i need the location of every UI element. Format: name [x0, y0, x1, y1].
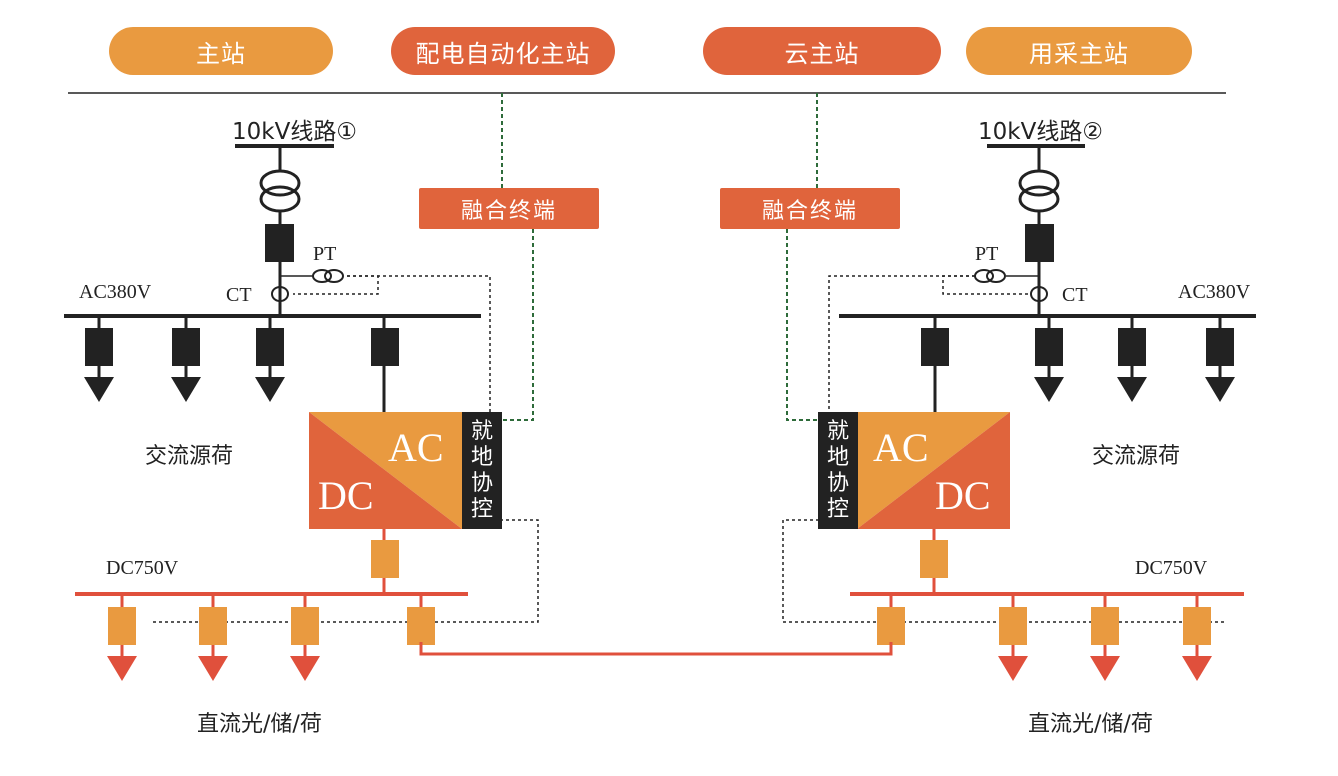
dc-converter-box [999, 607, 1027, 645]
station-distribution-automation-label: 配电自动化主站 [415, 39, 591, 68]
fusion-terminal-right-label: 融合终端 [761, 198, 858, 224]
control-char: 地 [470, 444, 493, 470]
converter-dc-half [309, 412, 462, 529]
converter-ac-label-right: AC [873, 425, 929, 470]
dc-feeders-right [877, 594, 1212, 681]
fusion-terminal-left-label: 融合终端 [460, 198, 557, 224]
ac-load-arrow-icon [1117, 377, 1147, 402]
dc-load-arrow-icon [290, 656, 320, 681]
line-label-right: 10kV线路② [978, 119, 1103, 145]
dc-converter-box [291, 607, 319, 645]
breaker-icon [256, 328, 284, 366]
dc-load-arrow-icon [1090, 656, 1120, 681]
ct-label-left: CT [226, 284, 252, 306]
ac-load-arrow-icon [1034, 377, 1064, 402]
dc-load-arrow-icon [198, 656, 228, 681]
converter-dc-half [857, 412, 1010, 529]
dc-converter-box [108, 607, 136, 645]
dc-group-label-right: 直流光/储/荷 [1028, 712, 1153, 737]
pt-icon [986, 269, 1006, 283]
converter-dc-label-left: DC [318, 473, 374, 518]
station-cloud-label: 云主站 [784, 39, 860, 68]
transformer-icon [259, 169, 301, 197]
breaker-icon [1035, 328, 1063, 366]
ac-load-arrow-icon [171, 377, 201, 402]
converter-ac-label-left: AC [388, 425, 444, 470]
right-ac-system [839, 144, 1256, 681]
control-char: 就 [826, 418, 849, 444]
ac-load-arrow-icon [255, 377, 285, 402]
converter-dc-label-right: DC [935, 473, 991, 518]
line-label-left: 10kV线路① [232, 119, 357, 145]
breaker-icon [921, 328, 949, 366]
ct-icon [1030, 286, 1048, 302]
dc-converter-box [199, 607, 227, 645]
dc-converter-box [1183, 607, 1211, 645]
station-metering[interactable]: 用采主站 [966, 27, 1192, 75]
dc-bus-label-right: DC750V [1135, 557, 1208, 579]
ac-group-label-right: 交流源荷 [1092, 444, 1181, 469]
control-char: 控 [470, 496, 493, 522]
comm-lines [500, 93, 820, 421]
dc-converter-box [371, 540, 399, 578]
ac-load-arrow-icon [84, 377, 114, 402]
dc-feeders-left [107, 594, 435, 681]
pt-icon [974, 269, 994, 283]
fusion-terminal-right[interactable]: 融合终端 [720, 188, 900, 229]
breaker-icon [1206, 328, 1234, 366]
dc-group-label-left: 直流光/储/荷 [197, 712, 322, 737]
pt-icon [324, 269, 344, 283]
station-cloud[interactable]: 云主站 [703, 27, 941, 75]
comm-line-left-down [500, 229, 534, 421]
breaker-icon [265, 224, 294, 262]
breaker-icon [1025, 224, 1054, 262]
dc-load-arrow-icon [107, 656, 137, 681]
local-control-left[interactable]: 就 地 协 控 [462, 412, 502, 529]
ac-bus-label-left: AC380V [79, 281, 152, 303]
transformer-icon [1018, 185, 1060, 213]
dc-converter-box [920, 540, 948, 578]
control-char: 协 [470, 470, 493, 496]
dc-bus-label-left: DC750V [106, 557, 179, 579]
ct-label-right: CT [1062, 284, 1088, 306]
dc-converter-box [877, 607, 905, 645]
dc-load-arrow-icon [998, 656, 1028, 681]
breaker-icon [85, 328, 113, 366]
station-metering-label: 用采主站 [1029, 39, 1129, 68]
ct-icon [271, 286, 289, 302]
control-char: 控 [826, 496, 849, 522]
breaker-icon [371, 328, 399, 366]
dc-converter-box [407, 607, 435, 645]
left-ac-system [64, 144, 481, 681]
control-char: 协 [826, 470, 849, 496]
station-main[interactable]: 主站 [109, 27, 333, 75]
pt-icon [312, 269, 332, 283]
ac-feeders-left [84, 316, 285, 402]
ac-feeders-right [1034, 316, 1235, 402]
ac-group-label-left: 交流源荷 [145, 444, 234, 469]
local-control-right[interactable]: 就 地 协 控 [818, 412, 858, 529]
fusion-terminal-left[interactable]: 融合终端 [419, 188, 599, 229]
ac-bus-label-right: AC380V [1178, 281, 1251, 303]
sensing-lines [150, 275, 1225, 623]
control-char: 地 [826, 444, 849, 470]
dc-load-arrow-icon [1182, 656, 1212, 681]
pt-label-left: PT [313, 243, 337, 265]
comm-line-right-down [786, 229, 820, 421]
dc-interconnect-line [419, 642, 893, 656]
station-main-label: 主站 [196, 39, 246, 68]
station-distribution-automation[interactable]: 配电自动化主站 [391, 27, 615, 75]
transformer-icon [1018, 169, 1060, 197]
breaker-icon [172, 328, 200, 366]
ac-load-arrow-icon [1205, 377, 1235, 402]
dc-converter-box [1091, 607, 1119, 645]
pt-label-right: PT [975, 243, 999, 265]
breaker-icon [1118, 328, 1146, 366]
control-char: 就 [470, 418, 493, 444]
transformer-icon [259, 185, 301, 213]
